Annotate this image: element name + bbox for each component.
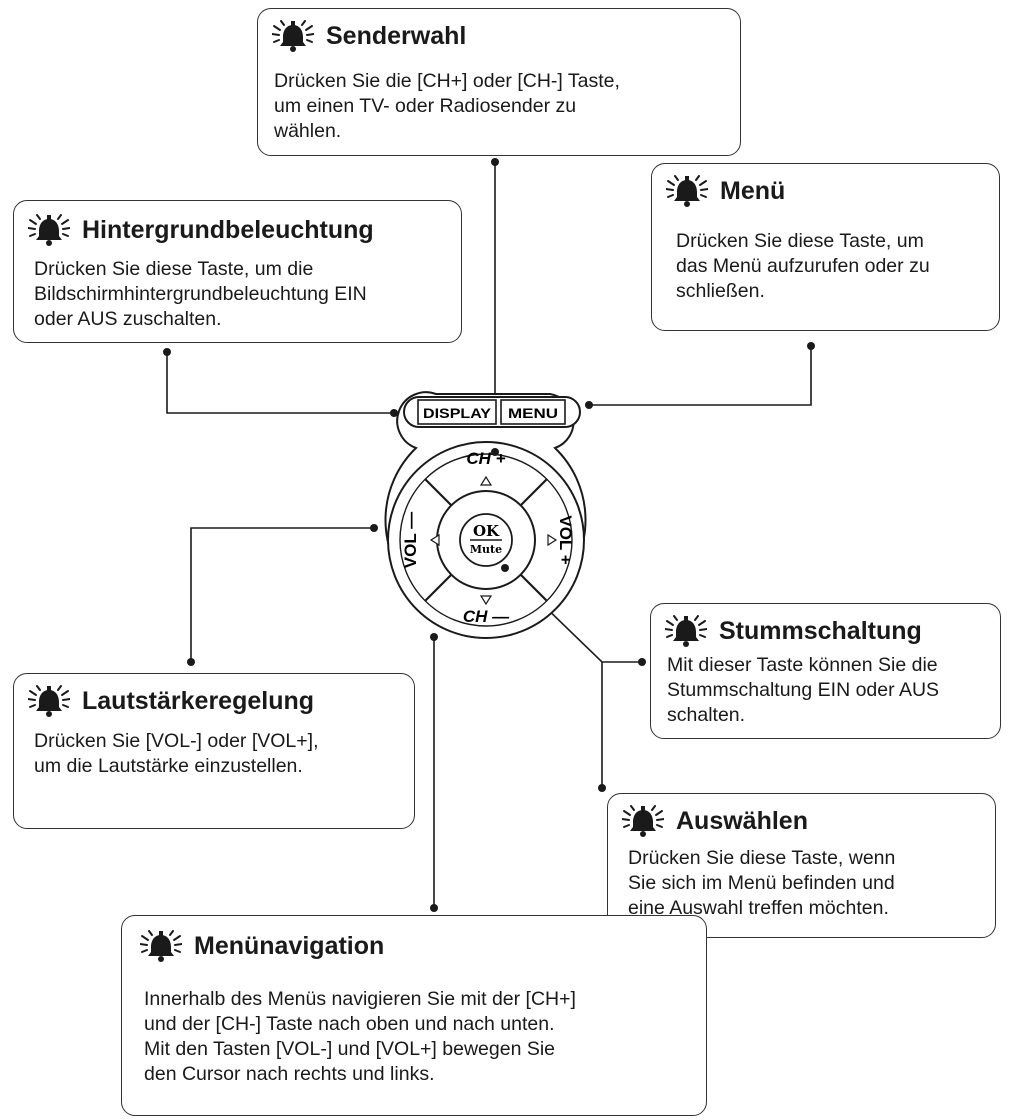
ch-plus-button[interactable]: CH + [466,449,505,468]
dot-volume-top [370,524,378,532]
dot-mute-center [501,564,509,572]
callout-title: Hintergrundbeleuchtung [82,215,374,244]
callout-line: Bildschirmhintergrundbeleuchtung EIN [34,283,367,305]
callout-line: Drücken Sie diese Taste, um [676,230,924,252]
leader-menu [589,346,812,406]
callout-line: das Menü aufzurufen oder zu [676,255,930,277]
dot-senderwahl-bottom [491,448,499,456]
right-arrow-icon [547,533,558,547]
ch-minus-button[interactable]: CH — [463,607,510,626]
dot-mute-right [638,658,646,666]
bell-icon [622,805,664,837]
callout-line: schließen. [676,280,765,302]
dot-menu-top [807,342,815,350]
dot-volume-bottom [187,658,195,666]
dpad-divider-sw [424,573,453,602]
callout-line: Mit dieser Taste können Sie die [667,654,938,676]
display-button[interactable] [417,399,497,425]
callout-line: und der [CH-] Taste nach oben und nach u… [144,1013,555,1035]
callout-line: den Cursor nach rechts und links. [144,1063,435,1085]
callout-title: Senderwahl [326,21,467,50]
callout-title: Stummschaltung [719,616,922,645]
bell-icon [28,685,70,717]
dot-backlight-top [163,348,171,356]
callout-title: Menü [720,176,786,205]
callout-line: wählen. [274,120,342,142]
callout-title: Auswählen [676,806,808,835]
dot-backlight-bottom [390,409,398,417]
callout-line: Mit den Tasten [VOL-] und [VOL+] bewegen… [144,1038,556,1060]
leader-backlight [166,352,394,414]
remote-control: DISPLAY MENU OK Mute CH + CH — VOL — VOL… [384,391,587,639]
leader-volume [190,527,374,662]
dot-navigation-bottom [430,904,438,912]
ok-label: OK [473,522,500,540]
callout-line: um einen TV- oder Radiosender zu [274,95,577,117]
callout-line: Drücken Sie die [CH+] oder [CH-] Taste, [274,70,620,92]
callout-line: Sie sich im Menü befinden und [628,872,895,894]
callout-title: Lautstärkeregelung [82,686,315,715]
down-arrow-icon [479,595,493,606]
dpad-divider-ne [519,478,548,507]
bell-icon [272,20,314,52]
dot-select [598,784,606,792]
bell-icon [28,214,70,246]
callout-line: eine Auswahl treffen möchten. [628,897,889,919]
bell-icon [140,930,182,962]
callout-line: Stummschaltung EIN oder AUS [667,679,940,701]
anchor-dots [163,158,815,912]
up-arrow-icon [479,475,493,486]
dot-senderwahl-top [491,158,499,166]
callout-navigation: Menünavigation Innerhalb des Menüs navig… [121,915,707,1116]
dpad-divider-nw [424,478,453,507]
callout-title: Menünavigation [194,931,385,960]
callout-line: schalten. [667,704,746,726]
callout-line: Drücken Sie diese Taste, um die [34,258,314,280]
bell-icon [666,175,708,207]
callout-line: Innerhalb des Menüs navigieren Sie mit d… [144,988,576,1010]
callout-line: Drücken Sie diese Taste, wenn [628,847,896,869]
dpad-inner-ring [399,453,573,627]
vol-plus-button[interactable]: VOL + [556,515,575,564]
mute-label: Mute [470,543,502,556]
dpad-divider-se [519,573,548,602]
display-button-label: DISPLAY [423,405,492,421]
menu-button[interactable] [500,399,566,425]
vol-minus-button[interactable]: VOL — [401,512,420,568]
callout-menu: Menü Drücken Sie diese Taste, um das Men… [651,163,1000,331]
callout-mute: Stummschaltung Mit dieser Taste können S… [650,603,1001,739]
left-arrow-icon [429,533,440,547]
callout-senderwahl: Senderwahl Drücken Sie die [CH+] oder [C… [257,8,741,156]
callout-volume: Lautstärkeregelung Drücken Sie [VOL-] od… [13,673,415,829]
dot-menu-bottom [585,401,593,409]
menu-button-label: MENU [508,405,558,421]
callout-line: um die Lautstärke einzustellen. [34,755,303,777]
callout-line: oder AUS zuschalten. [34,308,222,330]
callout-line: Drücken Sie [VOL-] oder [VOL+], [34,730,319,752]
dot-navigation-top [430,633,438,641]
callout-select: Auswählen Drücken Sie diese Taste, wenn … [607,793,996,938]
bell-icon [665,615,707,647]
callout-backlight: Hintergrundbeleuchtung Drücken Sie diese… [13,200,462,343]
